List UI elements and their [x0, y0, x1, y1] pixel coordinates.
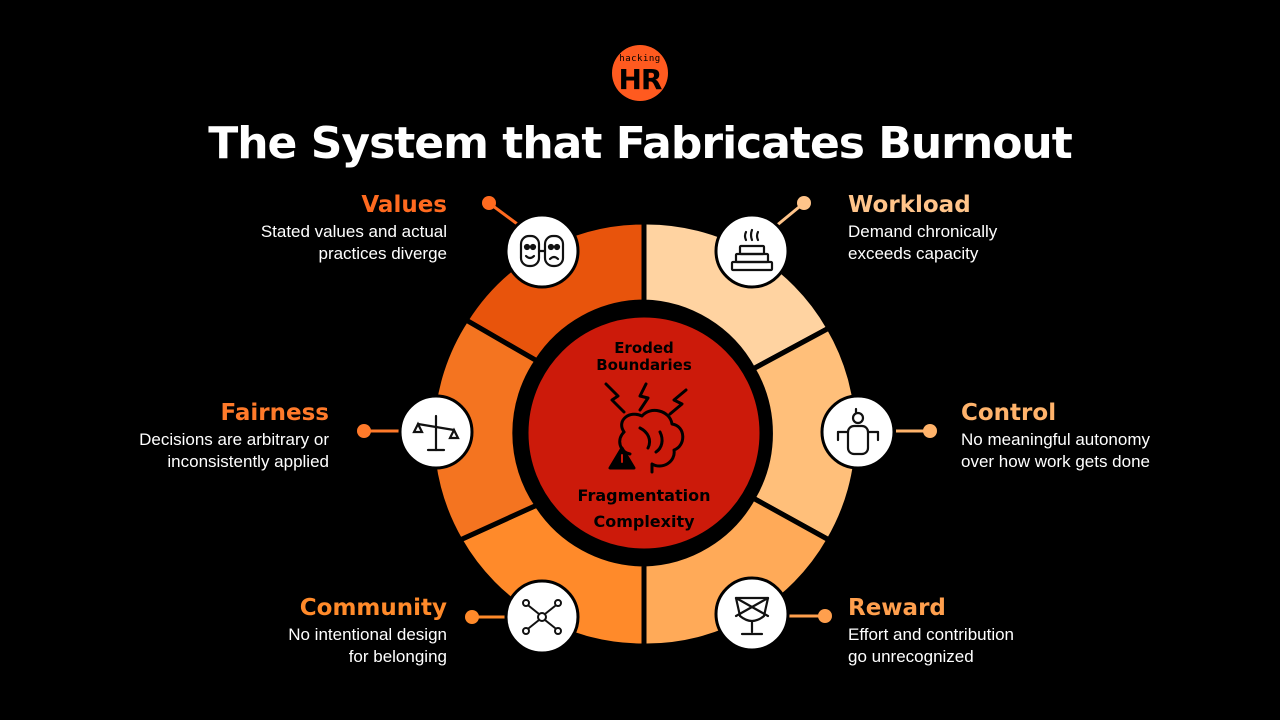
- control-label: Control No meaningful autonomy over how …: [961, 399, 1261, 473]
- reward-description-line2: go unrecognized: [848, 647, 974, 666]
- reward-title: Reward: [848, 595, 946, 621]
- logo-top-text: hacking: [619, 54, 661, 64]
- workload-description-line1: Demand chronically: [848, 222, 998, 241]
- workload-title: Workload: [848, 192, 971, 218]
- puppet-icon: [836, 407, 880, 456]
- center-bottom-label: Fragmentation Complexity: [564, 483, 724, 535]
- segment-community: [456, 501, 647, 649]
- logo-main-text: HR: [618, 63, 663, 96]
- page-title: The System that Fabricates Burnout: [208, 118, 1073, 169]
- values-title: Values: [361, 192, 447, 218]
- segment-fairness: [429, 316, 541, 544]
- fairness-description: Decisions are arbitrary or inconsistentl…: [0, 429, 329, 473]
- reward-description: Effort and contribution go unrecognized: [848, 624, 1188, 668]
- community-title: Community: [299, 595, 447, 621]
- fairness-description-line1: Decisions are arbitrary or: [139, 430, 329, 449]
- values-label: Values Stated values and actual practice…: [107, 191, 447, 265]
- brain-lightning-warning-icon: [604, 382, 688, 474]
- fairness-description-line2: inconsistently applied: [167, 452, 329, 471]
- trophy-icon: [734, 596, 770, 636]
- control-description: No meaningful autonomy over how work get…: [961, 429, 1261, 473]
- values-description-line2: practices diverge: [318, 244, 447, 263]
- control-title: Control: [961, 400, 1057, 426]
- community-description-line2: for belonging: [348, 647, 447, 666]
- center-top-label-line2: Boundaries: [596, 356, 692, 374]
- hacking-hr-logo: hacking HR: [612, 45, 668, 101]
- center-circle: [523, 312, 765, 554]
- stack-icon: [730, 228, 774, 272]
- center-top-label-line1: Eroded: [614, 339, 674, 357]
- workload-label: Workload Demand chronically exceeds capa…: [848, 191, 1188, 265]
- connector-lines: [357, 196, 937, 624]
- scales-icon: [412, 414, 460, 452]
- workload-description: Demand chronically exceeds capacity: [848, 221, 1188, 265]
- values-description: Stated values and actual practices diver…: [107, 221, 447, 265]
- fairness-label: Fairness Decisions are arbitrary or inco…: [0, 399, 329, 473]
- center-bottom-label-line1: Fragmentation: [577, 486, 711, 505]
- center-top-label: Eroded Boundaries: [564, 340, 724, 374]
- reward-label: Reward Effort and contribution go unreco…: [848, 594, 1188, 668]
- community-description: No intentional design for belonging: [107, 624, 447, 668]
- reward-description-line1: Effort and contribution: [848, 625, 1015, 644]
- fairness-title: Fairness: [220, 400, 329, 426]
- workload-description-line2: exceeds capacity: [848, 244, 979, 263]
- community-label: Community No intentional design for belo…: [107, 594, 447, 668]
- community-description-line1: No intentional design: [288, 625, 447, 644]
- center-bottom-label-line2: Complexity: [593, 512, 695, 531]
- control-description-line1: No meaningful autonomy: [961, 430, 1151, 449]
- network-icon: [522, 599, 562, 635]
- values-description-line1: Stated values and actual: [260, 222, 447, 241]
- control-description-line2: over how work gets done: [961, 452, 1150, 471]
- masks-icon: [519, 234, 565, 268]
